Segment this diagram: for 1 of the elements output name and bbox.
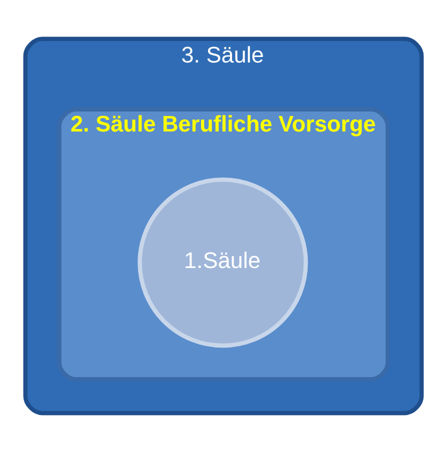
node-circle: 1.Säule (138, 177, 308, 348)
